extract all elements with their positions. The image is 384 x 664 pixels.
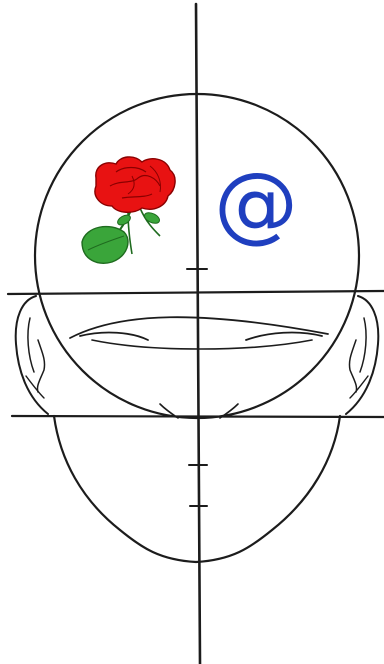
right-ear xyxy=(346,296,378,414)
right-eye xyxy=(246,333,322,340)
left-ear xyxy=(16,296,48,414)
lower-eye-curve xyxy=(92,340,312,349)
at-sign-icon: @ xyxy=(214,154,298,252)
left-eye xyxy=(80,333,148,340)
rose-icon xyxy=(82,157,175,263)
nose-line xyxy=(12,416,384,417)
jaw-outline xyxy=(54,416,340,562)
vertical-center-line xyxy=(196,4,200,664)
brow-line xyxy=(8,291,384,294)
